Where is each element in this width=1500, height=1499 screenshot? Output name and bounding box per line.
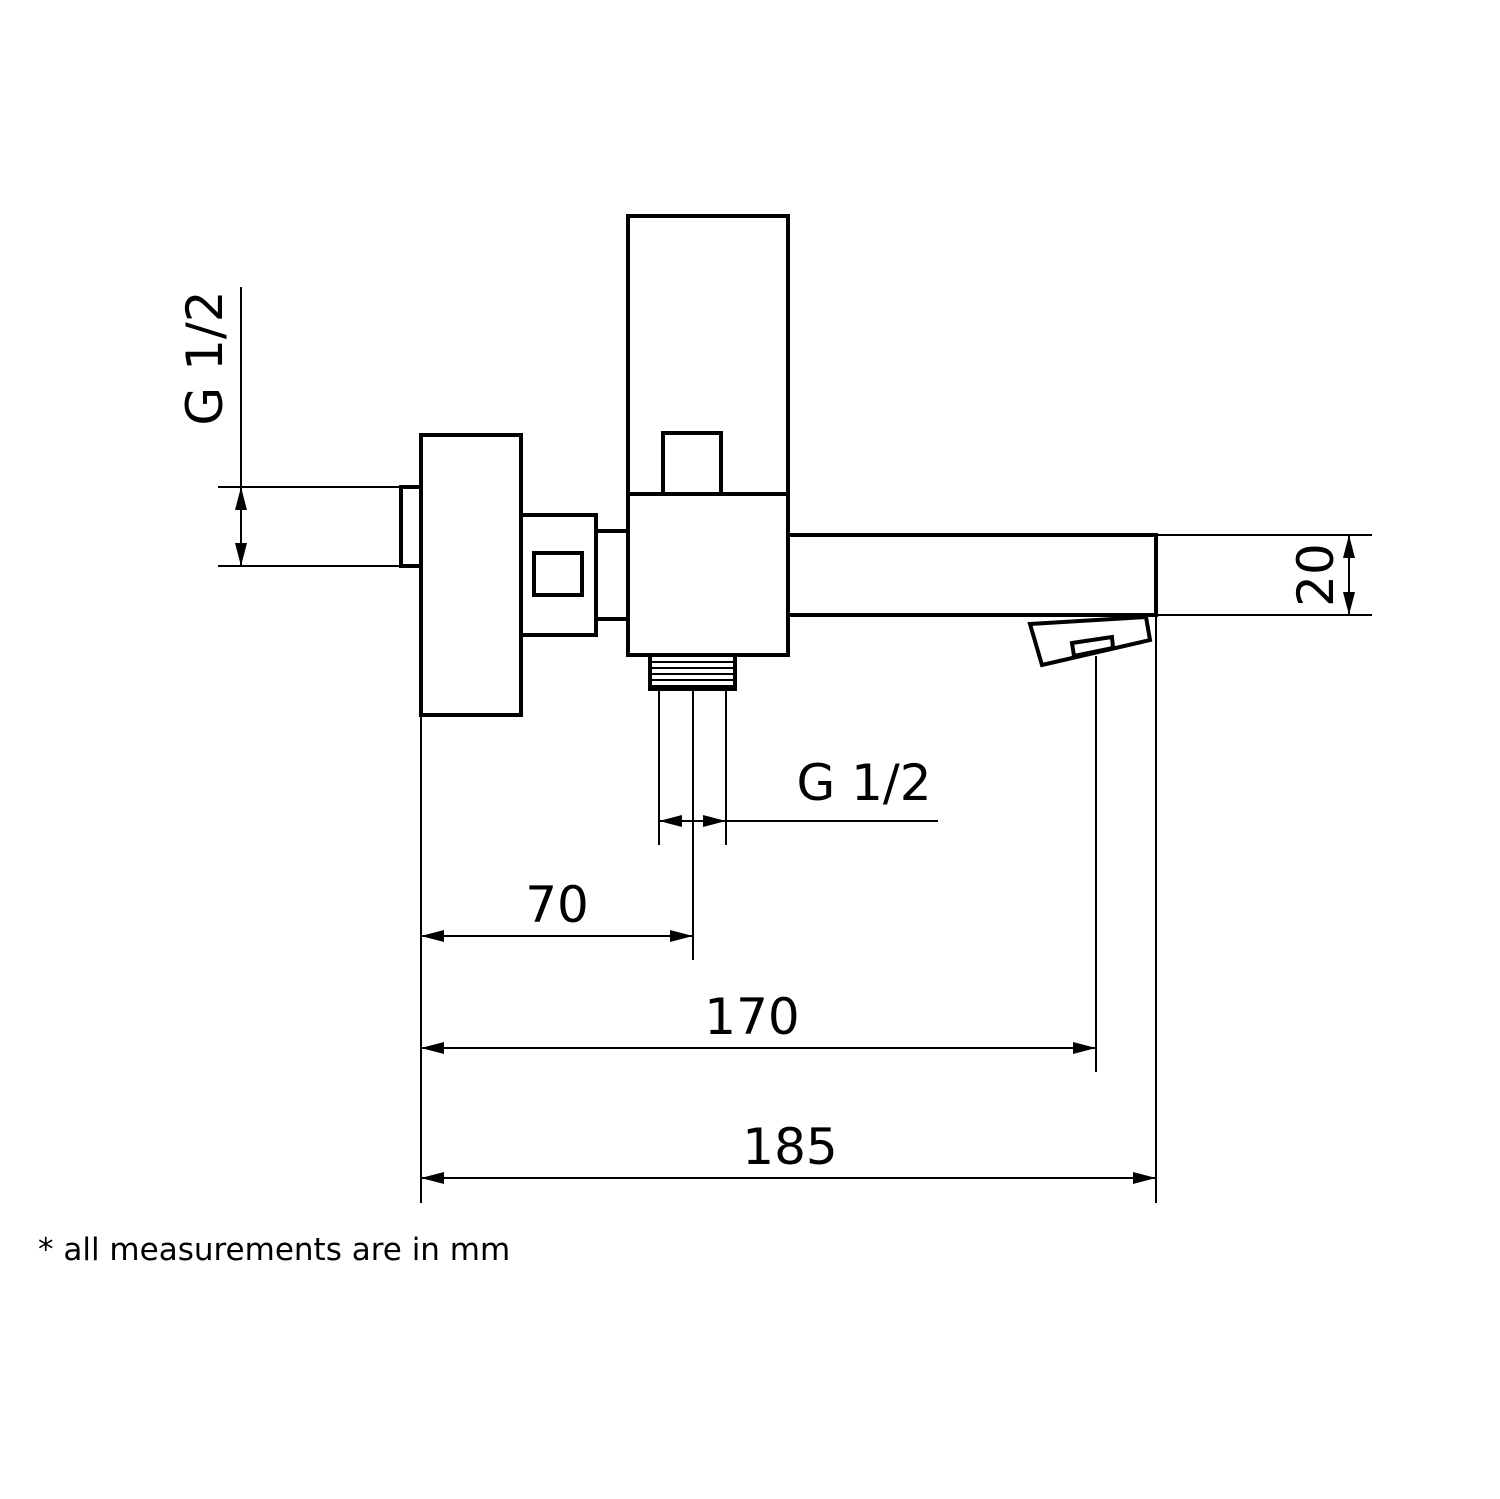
tap-body-outline <box>399 214 1158 717</box>
measurement-note: * all measurements are in mm <box>38 1232 511 1268</box>
dim-inlet-thread <box>235 487 247 566</box>
dim-spout-height <box>1343 535 1355 615</box>
spout-height-label: 20 <box>1287 543 1345 607</box>
wall-flange <box>419 433 523 717</box>
dim-170 <box>421 1042 1096 1054</box>
mixer-body <box>626 492 790 657</box>
dim-outlet-thread <box>659 815 938 827</box>
dim-70-label: 70 <box>525 876 589 934</box>
lever-handle <box>626 214 790 496</box>
outlet-thread-label: G 1/2 <box>796 754 931 812</box>
dim-170-label: 170 <box>704 988 799 1046</box>
dim-185-label: 185 <box>742 1118 837 1176</box>
dim-185 <box>421 1172 1156 1184</box>
connector-pipe <box>594 529 630 621</box>
threaded-outlet <box>648 653 737 691</box>
spout <box>786 533 1158 617</box>
lever-joint <box>661 431 723 496</box>
aerator <box>1027 614 1153 668</box>
inlet-thread-label: G 1/2 <box>176 290 234 425</box>
nut-flat <box>532 551 584 597</box>
extension-lines <box>218 287 1372 1203</box>
inlet-stub <box>399 485 423 568</box>
dim-70 <box>421 930 693 942</box>
